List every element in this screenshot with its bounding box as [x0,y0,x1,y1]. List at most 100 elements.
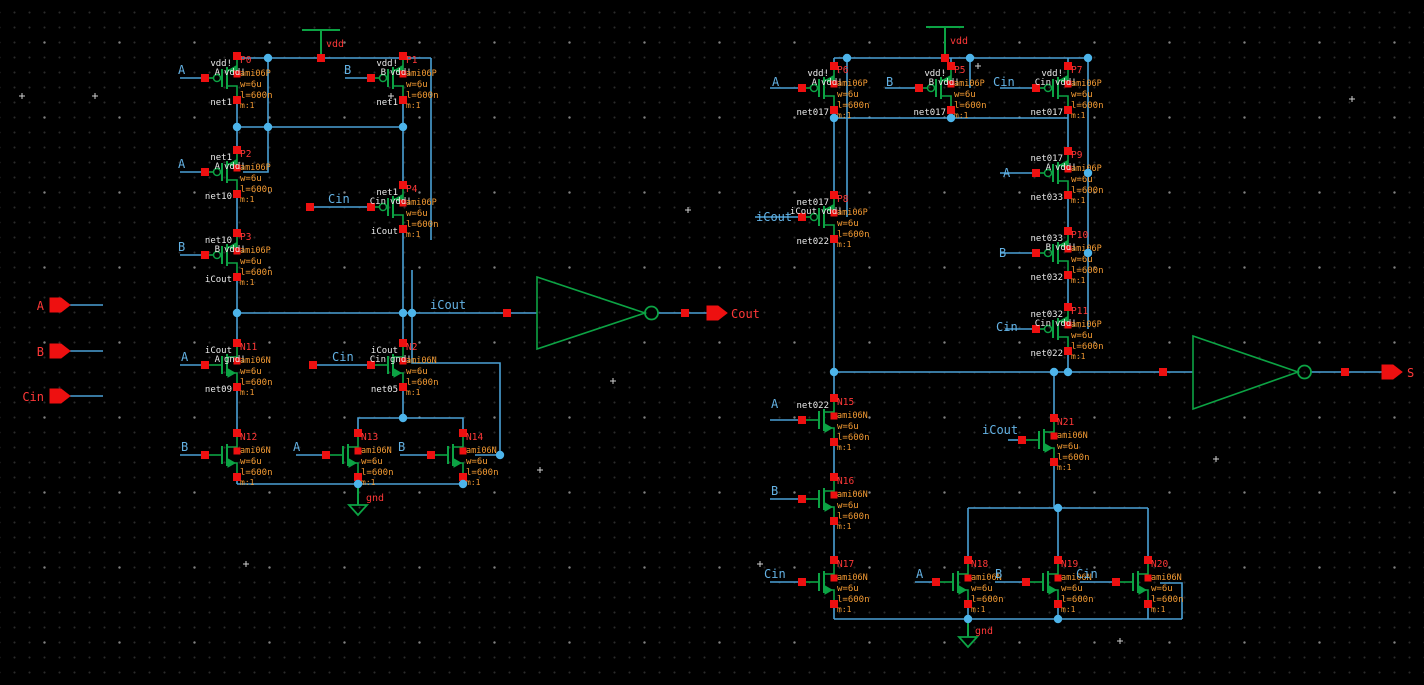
gate-pin[interactable] [915,84,923,92]
drain-pin[interactable] [1064,227,1072,235]
net-name-label[interactable]: iCout [430,298,466,312]
gate-pin[interactable] [798,495,806,503]
gnd-symbol[interactable]: gnd [346,484,384,517]
gate-pin[interactable] [201,251,209,259]
drain-pin[interactable] [233,229,241,237]
gate-pin[interactable] [201,451,209,459]
output-pin-s[interactable]: S [1381,364,1414,380]
gate-pin[interactable] [1032,84,1040,92]
bulk-pin[interactable] [233,357,241,365]
drain-pin[interactable] [1064,303,1072,311]
wire[interactable] [411,270,501,456]
inverter-symbol[interactable] [536,275,659,351]
source-pin[interactable] [947,106,955,114]
gate-pin[interactable] [367,74,375,82]
gate-pin[interactable] [1022,578,1030,586]
net-name-label[interactable]: B [178,240,185,254]
net-name-label[interactable]: iCout [756,210,792,224]
source-pin[interactable] [830,106,838,114]
drain-pin[interactable] [1144,556,1152,564]
drain-pin[interactable] [459,429,467,437]
gate-pin[interactable] [1112,578,1120,586]
net-name-label[interactable]: Cin [1076,567,1098,581]
net-name-label[interactable]: A [293,440,301,454]
drain-pin[interactable] [1054,556,1062,564]
bulk-pin[interactable] [830,412,838,420]
gate-pin[interactable] [201,168,209,176]
source-pin[interactable] [964,600,972,608]
bulk-pin[interactable] [830,80,838,88]
net-name-label[interactable]: Cin [996,320,1018,334]
bulk-pin[interactable] [830,491,838,499]
drain-pin[interactable] [830,394,838,402]
bulk-pin[interactable] [830,574,838,582]
drain-pin[interactable] [399,181,407,189]
net-name-label[interactable]: A [178,157,186,171]
pin-square[interactable] [309,361,317,369]
source-pin[interactable] [1064,347,1072,355]
net-name-label[interactable]: B [995,567,1002,581]
bulk-pin[interactable] [1064,245,1072,253]
bulk-pin[interactable] [399,199,407,207]
source-pin[interactable] [233,473,241,481]
output-pin-cout[interactable]: Cout [706,305,760,321]
gnd-symbol[interactable]: gnd [956,619,993,649]
drain-pin[interactable] [233,146,241,154]
source-pin[interactable] [830,517,838,525]
net-name-label[interactable]: A [772,75,780,89]
pin-square[interactable] [1159,368,1167,376]
source-pin[interactable] [1054,600,1062,608]
gate-pin[interactable] [201,361,209,369]
net-name-label[interactable]: A [178,63,186,77]
net-name-label[interactable]: iCout [982,423,1018,437]
source-pin[interactable] [399,383,407,391]
source-pin[interactable] [1064,271,1072,279]
pin-square[interactable] [317,54,325,62]
source-pin[interactable] [1064,106,1072,114]
net-name-label[interactable]: B [771,484,778,498]
source-pin[interactable] [1144,600,1152,608]
source-pin[interactable] [1050,458,1058,466]
source-pin[interactable] [233,273,241,281]
source-pin[interactable] [399,96,407,104]
bulk-pin[interactable] [399,357,407,365]
source-pin[interactable] [233,96,241,104]
bulk-pin[interactable] [1064,321,1072,329]
drain-pin[interactable] [399,339,407,347]
gate-pin[interactable] [201,74,209,82]
gate-pin[interactable] [1032,249,1040,257]
gate-pin[interactable] [322,451,330,459]
pin-square[interactable] [1341,368,1349,376]
bulk-pin[interactable] [1064,80,1072,88]
bulk-pin[interactable] [459,447,467,455]
drain-pin[interactable] [233,52,241,60]
bulk-pin[interactable] [233,447,241,455]
drain-pin[interactable] [830,556,838,564]
source-pin[interactable] [459,473,467,481]
net-name-label[interactable]: A [1003,166,1011,180]
gate-pin[interactable] [367,361,375,369]
net-name-label[interactable]: A [771,397,779,411]
bulk-pin[interactable] [233,247,241,255]
pin-square[interactable] [503,309,511,317]
net-name-label[interactable]: A [916,567,924,581]
vdd-symbol[interactable]: vdd [302,29,344,58]
net-name-label[interactable]: B [886,75,893,89]
bulk-pin[interactable] [354,447,362,455]
drain-pin[interactable] [233,339,241,347]
drain-pin[interactable] [830,473,838,481]
wire[interactable] [1160,582,1183,619]
net-name-label[interactable]: Cin [764,567,786,581]
